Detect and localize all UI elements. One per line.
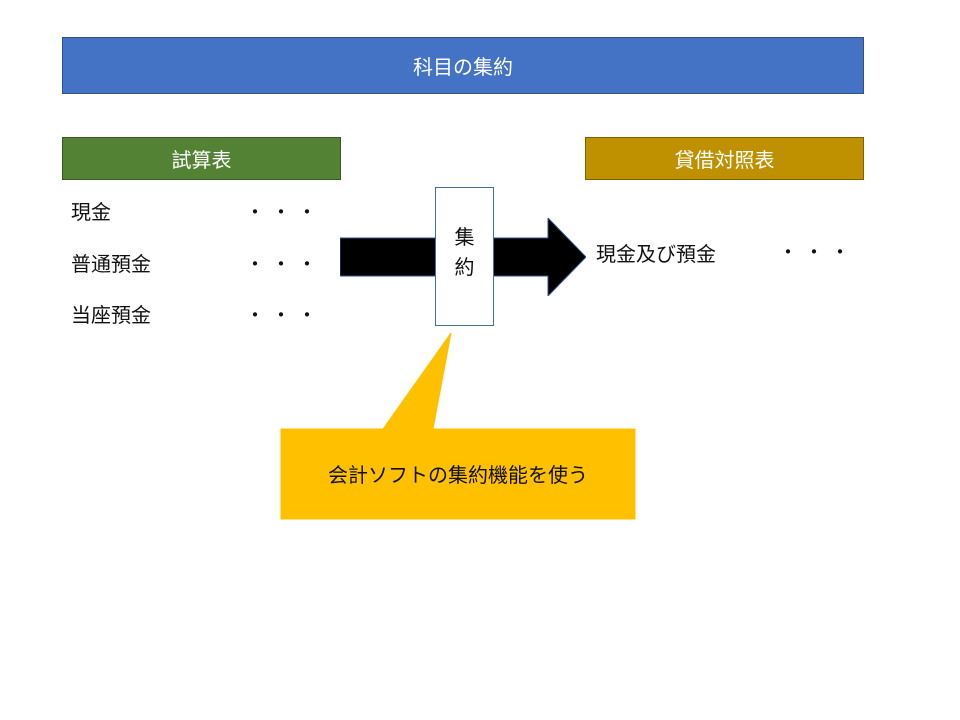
title-text: 科目の集約 <box>413 55 513 79</box>
aggregation-text-line1: 集 <box>454 225 475 249</box>
balance-sheet-item-label: 現金及び預金 <box>596 242 716 266</box>
balance-sheet-header-text: 貸借対照表 <box>674 148 775 172</box>
balance-sheet-item-value: ・・・ <box>778 240 856 264</box>
trial-balance-item-value: ・・・ <box>245 200 323 224</box>
trial-balance-header: 試算表 <box>62 137 341 180</box>
aggregation-text-line2: 約 <box>454 255 475 279</box>
trial-balance-item-value: ・・・ <box>245 252 323 276</box>
trial-balance-item-label: 現金 <box>71 200 111 224</box>
trial-balance-item-label: 普通預金 <box>71 252 151 276</box>
balance-sheet-header: 貸借対照表 <box>585 137 864 180</box>
trial-balance-item-value: ・・・ <box>245 303 323 327</box>
trial-balance-header-text: 試算表 <box>171 148 232 172</box>
trial-balance-item-label: 当座預金 <box>71 303 151 327</box>
title-banner: 科目の集約 <box>62 37 864 94</box>
callout-bubble <box>280 332 636 520</box>
callout-text: 会計ソフトの集約機能を使う <box>328 463 588 487</box>
aggregation-box: 集 約 <box>435 187 494 326</box>
callout-shape <box>280 332 636 520</box>
